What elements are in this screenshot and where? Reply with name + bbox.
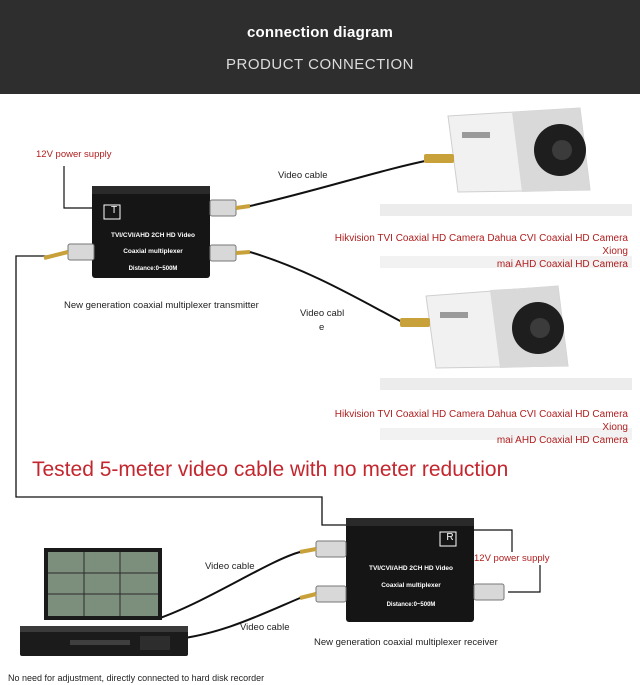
- receiver-power-label: 12V power supply: [474, 553, 550, 564]
- transmitter-text-3: Distance:0~500M: [128, 266, 178, 272]
- cable-nvr-upper: [159, 551, 301, 619]
- camera-top-label: Hikvision TVI Coaxial HD Camera Dahua CV…: [328, 232, 628, 271]
- header: connection diagram PRODUCT CONNECTION: [0, 0, 640, 94]
- nvr-caption: No need for adjustment, directly connect…: [8, 673, 265, 683]
- transmitter-text-1: TVI/CVI/AHD 2CH HD Video: [110, 232, 196, 239]
- receiver-caption: New generation coaxial multiplexer recei…: [314, 637, 498, 648]
- cable-label-nvr-upper: Video cable: [205, 561, 255, 572]
- cable-to-camera-top: [249, 159, 431, 207]
- receiver-text-1: TVI/CVI/AHD 2CH HD Video: [368, 565, 454, 572]
- nvr-and-monitor: [20, 548, 188, 656]
- receiver-power-wire: [474, 529, 513, 552]
- camera-top-label-line2: mai AHD Coaxial HD Camera: [496, 259, 628, 270]
- receiver-device: [315, 518, 505, 622]
- transmitter-badge: T: [110, 205, 118, 216]
- camera-bottom-label-line1: Hikvision TVI Coaxial HD Camera Dahua CV…: [334, 409, 628, 433]
- transmitter-device: [67, 186, 237, 278]
- receiver-text-2: Coaxial multiplexer: [381, 582, 441, 589]
- cable-label-top: Video cable: [278, 170, 328, 181]
- test-banner: Tested 5-meter video cable with no meter…: [32, 458, 509, 481]
- camera-bottom-label: Hikvision TVI Coaxial HD Camera Dahua CV…: [328, 408, 628, 447]
- camera-top: [424, 107, 591, 193]
- transmitter-text-2: Coaxial multiplexer: [123, 248, 183, 255]
- cable-label-mid-2: e: [319, 322, 325, 333]
- receiver-link-wire: [508, 565, 541, 593]
- cable-label-nvr-lower: Video cable: [240, 622, 290, 633]
- header-title: connection diagram: [246, 24, 394, 41]
- receiver-badge: R: [446, 532, 454, 543]
- receiver-text-3: Distance:0~500M: [386, 602, 436, 608]
- header-subtitle: PRODUCT CONNECTION: [226, 56, 414, 73]
- transmitter-power-label: 12V power supply: [36, 149, 112, 160]
- transmitter-power-wire: [63, 166, 92, 209]
- link-cable: [15, 255, 347, 526]
- transmitter-caption: New generation coaxial multiplexer trans…: [64, 300, 259, 311]
- camera-top-label-line1: Hikvision TVI Coaxial HD Camera Dahua CV…: [334, 233, 628, 257]
- camera-bottom: [400, 285, 569, 369]
- cable-label-mid-1: Video cabl: [300, 308, 345, 319]
- cable-to-camera-bottom: [249, 251, 403, 323]
- camera-bottom-label-line2: mai AHD Coaxial HD Camera: [496, 435, 628, 446]
